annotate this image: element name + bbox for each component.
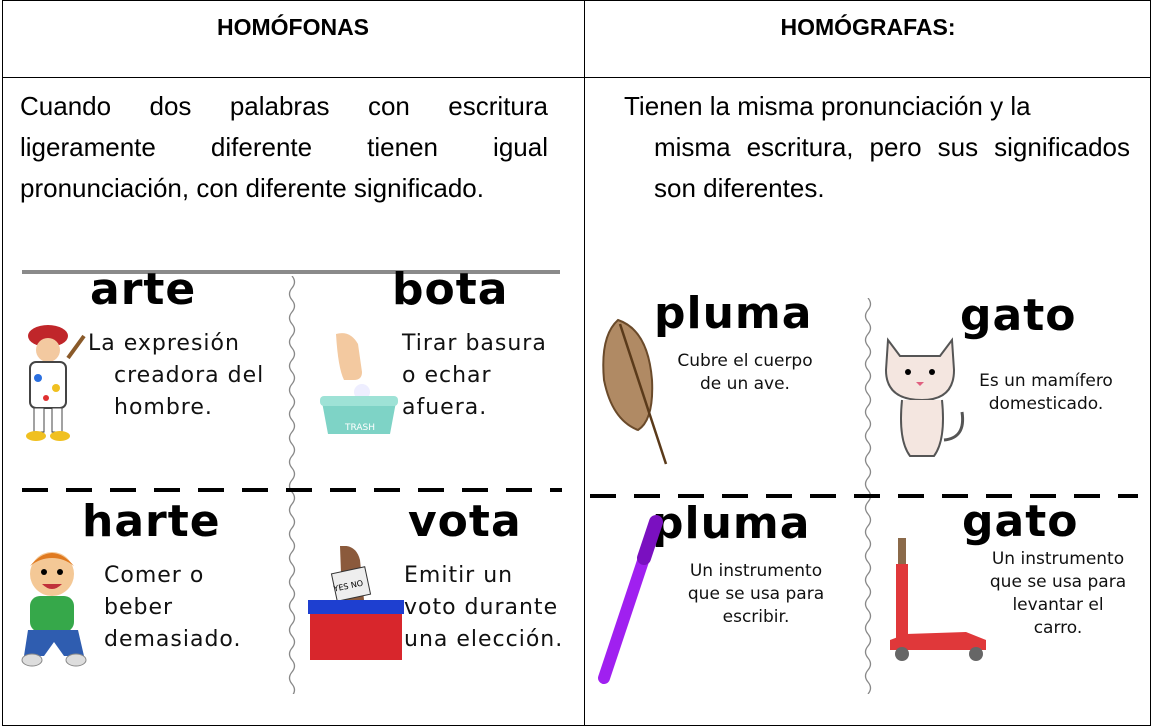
card-word-gato-jack: gato bbox=[962, 496, 1079, 547]
meaning-line: afuera. bbox=[402, 395, 488, 420]
meaning-line: beber bbox=[104, 595, 174, 620]
meaning-line: que se usa para bbox=[989, 572, 1127, 592]
card-meaning-vota: Emitir un voto durante una elección. bbox=[404, 560, 563, 656]
card-word-bota: bota bbox=[392, 264, 509, 315]
meaning-line: demasiado. bbox=[104, 627, 242, 652]
meaning-line: Tirar basura bbox=[402, 331, 547, 356]
card-meaning-gato-jack: Un instrumento que se usa para levantar … bbox=[970, 548, 1146, 640]
cut-line-dashed bbox=[22, 488, 562, 492]
column-divider bbox=[584, 0, 585, 726]
meaning-line: hombre. bbox=[114, 395, 213, 420]
card-word-arte: arte bbox=[90, 264, 197, 315]
meaning-line: La expresión bbox=[88, 331, 240, 356]
cut-line-wavy bbox=[288, 276, 296, 694]
trash-can-label: TRASH bbox=[344, 423, 375, 433]
meaning-line: una elección. bbox=[404, 627, 564, 652]
meaning-line: o echar bbox=[402, 363, 492, 388]
pen-icon bbox=[598, 515, 663, 684]
meaning-line: Es un mamífero bbox=[979, 371, 1113, 391]
card-word-vota: vota bbox=[408, 496, 522, 547]
definition-homografas-line1: Tienen la misma pronunciación y la bbox=[624, 91, 1031, 121]
meaning-line: Un instrumento bbox=[991, 549, 1125, 569]
card-meaning-gato-cat: Es un mamífero domesticado. bbox=[966, 370, 1126, 416]
cut-line-dashed bbox=[590, 494, 1138, 498]
meaning-line: Un instrumento bbox=[689, 561, 823, 581]
definition-homografas: Tienen la misma pronunciación y la misma… bbox=[624, 86, 1130, 209]
definition-homografas-rest: misma escritura, pero sus significados s… bbox=[654, 132, 1130, 203]
card-word-pluma-pen: pluma bbox=[652, 498, 811, 549]
header-divider bbox=[2, 77, 1151, 78]
meaning-line: carro. bbox=[1033, 618, 1083, 638]
card-top-border bbox=[22, 270, 560, 274]
cat-icon bbox=[884, 337, 965, 457]
meaning-line: creadora del bbox=[114, 363, 265, 388]
meaning-line: Cubre el cuerpo bbox=[677, 351, 813, 371]
meaning-line: escribir. bbox=[722, 607, 790, 627]
meaning-line: que se usa para bbox=[687, 584, 825, 604]
trash-can-icon: TRASH bbox=[320, 333, 398, 434]
card-meaning-pluma-feather: Cubre el cuerpo de un ave. bbox=[670, 350, 820, 396]
painter-icon bbox=[26, 325, 86, 441]
meaning-line: levantar el bbox=[1012, 595, 1104, 615]
card-word-gato-cat: gato bbox=[960, 290, 1077, 341]
card-word-pluma-feather: pluma bbox=[654, 288, 813, 339]
feather-icon bbox=[602, 318, 668, 465]
meaning-line: domesticado. bbox=[988, 394, 1104, 414]
definition-homofonas: Cuando dos palabras con escritura ligera… bbox=[20, 91, 548, 203]
card-word-harte: harte bbox=[82, 496, 221, 547]
card-meaning-bota: Tirar basura o echar afuera. bbox=[402, 328, 547, 424]
header-homografas: HOMÓGRAFAS: bbox=[780, 14, 956, 40]
meaning-line: Comer o bbox=[104, 563, 205, 588]
card-meaning-pluma-pen: Un instrumento que se usa para escribir. bbox=[668, 560, 844, 629]
child-eating-icon bbox=[21, 552, 87, 667]
card-meaning-arte: La expresión creadora del hombre. bbox=[88, 328, 264, 424]
meaning-line: voto durante bbox=[404, 595, 559, 620]
ballot-box-icon: YES NO bbox=[308, 546, 404, 660]
meaning-line: de un ave. bbox=[700, 374, 790, 394]
meaning-line: Emitir un bbox=[404, 563, 514, 588]
header-homofonas: HOMÓFONAS bbox=[216, 14, 370, 40]
car-jack-icon bbox=[890, 538, 986, 661]
card-meaning-harte: Comer o beber demasiado. bbox=[104, 560, 242, 656]
